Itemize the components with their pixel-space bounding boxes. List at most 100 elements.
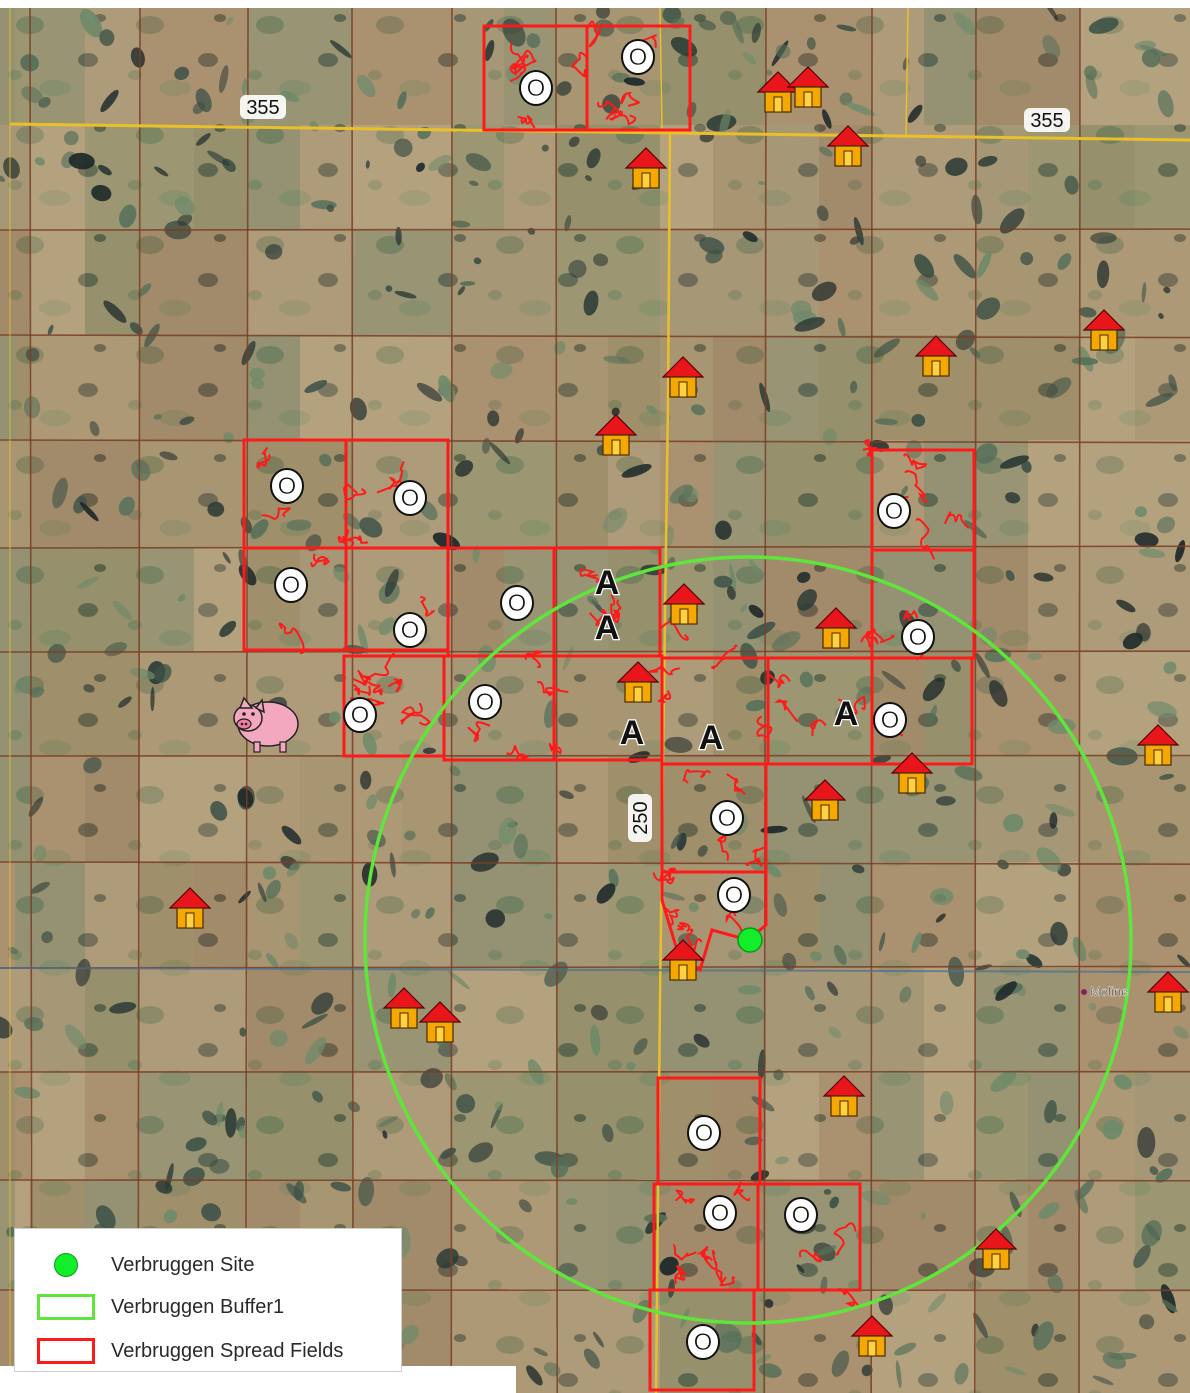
wetland <box>280 90 300 103</box>
wetland <box>623 77 645 86</box>
pig-icon[interactable] <box>233 696 299 753</box>
wetland <box>215 1101 224 1127</box>
field-label-o: O <box>703 1195 737 1231</box>
house-icon[interactable] <box>382 987 426 1029</box>
house-icon[interactable] <box>418 1001 462 1043</box>
field-label-o: O <box>393 480 427 516</box>
wetland <box>590 1024 601 1056</box>
house-icon[interactable] <box>168 887 212 929</box>
house-icon[interactable] <box>624 147 668 189</box>
house-icon[interactable] <box>890 752 934 794</box>
svg-text:O: O <box>278 473 297 500</box>
road <box>1078 7 1081 1393</box>
wetland <box>269 1029 288 1047</box>
wetland <box>21 86 43 103</box>
wetland <box>935 913 946 923</box>
house-icon[interactable] <box>661 356 705 398</box>
wetland <box>826 981 839 996</box>
house-icon[interactable] <box>974 1228 1018 1270</box>
field-boundary-detail <box>697 1245 714 1261</box>
house-icon[interactable] <box>822 1075 866 1117</box>
site-dot-icon[interactable] <box>737 927 763 953</box>
wetland <box>63 130 79 146</box>
house-icon[interactable] <box>1136 724 1180 766</box>
wetland <box>1147 701 1177 719</box>
wetland <box>404 830 416 841</box>
field-boundary-detail <box>652 869 671 882</box>
wetland <box>930 888 954 905</box>
wetland <box>661 892 686 901</box>
road <box>137 7 141 1393</box>
wetland <box>1027 652 1043 661</box>
wetland <box>330 1181 352 1192</box>
wetland <box>995 981 1017 1001</box>
wetland <box>178 594 186 602</box>
wetland <box>286 859 303 877</box>
wetland <box>362 732 377 756</box>
field-boundary-detail <box>838 1288 861 1309</box>
field-boundary-detail <box>579 568 601 583</box>
wetland <box>621 464 652 478</box>
field-boundary-detail <box>506 745 529 762</box>
field-label-o: O <box>873 702 907 738</box>
wetland <box>853 216 864 246</box>
svg-text:O: O <box>508 590 527 617</box>
svg-text:A: A <box>595 609 620 647</box>
wetland <box>831 1350 850 1377</box>
wetland <box>100 89 119 113</box>
house-icon[interactable] <box>616 661 660 703</box>
wetland <box>595 4 611 19</box>
wetland <box>179 416 195 426</box>
house-icon[interactable] <box>814 607 858 649</box>
house-icon[interactable] <box>914 335 958 377</box>
field-boundary-detail <box>676 922 691 933</box>
wetland <box>154 166 169 177</box>
house-icon[interactable] <box>661 939 705 981</box>
house-icon[interactable] <box>1146 971 1190 1013</box>
wetland <box>202 1110 218 1126</box>
field-boundary-detail <box>717 834 729 861</box>
house-icon[interactable] <box>1082 309 1126 351</box>
house-icon[interactable] <box>786 66 830 108</box>
wetland <box>835 706 849 721</box>
field-boundary-detail <box>376 461 405 494</box>
wetland <box>1139 1314 1155 1330</box>
road <box>763 7 767 1393</box>
svg-text:355: 355 <box>246 97 279 119</box>
residences <box>168 66 1190 1357</box>
wetland <box>210 801 228 821</box>
wetland <box>185 1137 207 1152</box>
wetland <box>633 1038 648 1055</box>
wetland <box>489 442 511 465</box>
wetland <box>914 254 935 278</box>
wetland <box>587 595 599 606</box>
house-icon[interactable] <box>662 583 706 625</box>
wetland <box>29 686 45 698</box>
house-icon[interactable] <box>803 779 847 821</box>
wetland <box>894 1342 917 1356</box>
wetland <box>420 1068 443 1089</box>
field-boundary-detail <box>657 690 672 704</box>
wetland <box>207 501 225 517</box>
house-icon[interactable] <box>850 1315 894 1357</box>
wetland <box>828 1026 842 1039</box>
wetland <box>251 378 265 389</box>
field-label-a: A <box>593 563 620 604</box>
house-icon[interactable] <box>594 414 638 456</box>
road-label-250: 250 <box>628 794 652 842</box>
wetland <box>281 825 302 845</box>
wetland <box>25 347 40 362</box>
wetland <box>1064 175 1079 195</box>
field-boundary-detail <box>943 511 970 529</box>
wetland <box>301 1013 328 1029</box>
field-boundary-detail <box>865 628 895 648</box>
wetland <box>1025 954 1043 968</box>
field-boundary-detail <box>571 51 589 78</box>
house-icon[interactable] <box>826 125 870 167</box>
wetland <box>1004 1366 1026 1376</box>
wetland <box>979 627 997 645</box>
wetland <box>1141 49 1161 68</box>
field-boundary-detail <box>860 630 879 645</box>
